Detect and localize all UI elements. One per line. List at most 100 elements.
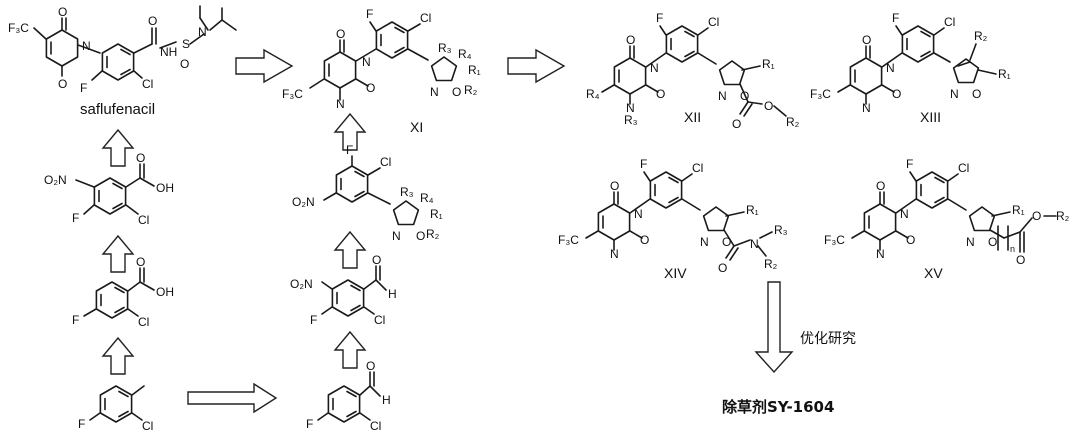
atom-label: R₄ xyxy=(586,87,600,101)
atom-label: R₁ xyxy=(468,63,481,77)
atom-label: O xyxy=(180,57,189,71)
atom-label: R₂ xyxy=(1056,209,1070,223)
compound-xiv-label: XIV xyxy=(664,265,687,281)
atom-label: F xyxy=(78,417,85,431)
atom-label: O xyxy=(58,77,67,91)
atom-label: O xyxy=(876,179,885,193)
atom-label: O xyxy=(906,233,915,247)
nitro-isoxazoline-structure xyxy=(323,155,420,226)
atom-label: N xyxy=(430,85,439,99)
atom-label: Cl xyxy=(692,161,703,175)
atom-label: R₃ xyxy=(400,185,414,199)
up-arrow xyxy=(334,331,366,369)
atom-label: F xyxy=(72,313,79,327)
atom-label: N xyxy=(750,237,759,251)
atom-label: O xyxy=(366,81,375,95)
atom-label: R₂ xyxy=(786,115,800,129)
atom-label: Cl xyxy=(708,15,719,29)
nitrobenzoic-acid-structure xyxy=(75,163,155,215)
atom-label: O₂N xyxy=(44,173,67,187)
atom-label: S xyxy=(182,37,190,51)
benzaldehyde-structure xyxy=(317,371,381,423)
atom-label: O₂N xyxy=(290,277,313,291)
atom-label: O xyxy=(740,89,749,103)
atom-label: O xyxy=(764,99,773,113)
up-arrow xyxy=(102,129,134,167)
atom-label: O xyxy=(640,233,649,247)
atom-label: N xyxy=(950,87,959,101)
toluene-structure xyxy=(89,385,145,423)
atom-label: R₁ xyxy=(746,203,759,217)
atom-label: N xyxy=(886,61,895,75)
atom-label: Cl xyxy=(958,161,969,175)
atom-label: O xyxy=(972,87,981,101)
atom-label: H xyxy=(388,287,397,301)
atom-label: O xyxy=(732,117,741,131)
up-arrow xyxy=(102,235,134,273)
compound-xiii-structure xyxy=(837,25,997,105)
compound-xiii-label: XIII xyxy=(920,109,941,125)
atom-label: N xyxy=(336,97,345,111)
atom-label: N xyxy=(82,39,91,53)
atom-label: n xyxy=(1010,244,1015,254)
atom-label: N xyxy=(966,235,975,249)
atom-label: R₃ xyxy=(774,223,788,237)
nitrobenzaldehyde-structure xyxy=(321,265,387,317)
atom-label: O xyxy=(862,33,871,47)
compound-xii-structure xyxy=(601,25,787,117)
atom-label: O xyxy=(626,33,635,47)
atom-label: Cl xyxy=(138,315,149,329)
atom-label: O xyxy=(722,235,731,249)
atom-label: F₃C xyxy=(824,233,845,247)
atom-label: R₁ xyxy=(1012,203,1025,217)
atom-label: F xyxy=(906,157,913,171)
cf3-label: F₃C xyxy=(8,21,29,35)
atom-label: OH xyxy=(156,181,174,195)
atom-label: O xyxy=(610,179,619,193)
atom-label: NH xyxy=(160,45,177,59)
optimization-label: 优化研究 xyxy=(800,331,856,347)
up-arrow xyxy=(334,231,366,269)
atom-label: O xyxy=(336,27,345,41)
atom-label: O xyxy=(58,5,67,19)
atom-label: F xyxy=(306,417,313,431)
atom-label: R₃ xyxy=(624,113,638,127)
atom-label: N xyxy=(392,229,401,243)
right-arrow xyxy=(187,382,278,414)
atom-label: N xyxy=(610,247,619,261)
atom-label: F xyxy=(310,313,317,327)
atom-label: O xyxy=(452,85,461,99)
atom-label: O xyxy=(1016,253,1025,267)
atom-label: R₄ xyxy=(420,191,434,205)
compound-xiv-structure xyxy=(585,171,773,261)
atom-label: N xyxy=(626,101,635,115)
atom-label: R₂ xyxy=(764,257,778,271)
atom-label: N xyxy=(862,101,871,115)
atom-label: F xyxy=(366,7,373,21)
compound-xii-label: XII xyxy=(684,109,701,125)
atom-label: R₂ xyxy=(426,227,440,241)
atom-label: F xyxy=(656,11,663,25)
atom-label: N xyxy=(650,61,659,75)
atom-label: F xyxy=(346,143,353,157)
atom-label: R₁ xyxy=(762,57,775,71)
atom-label: R₂ xyxy=(974,29,988,43)
atom-label: Cl xyxy=(142,419,153,433)
atom-label: O xyxy=(416,229,425,243)
atom-label: OH xyxy=(156,285,174,299)
atom-label: F₃C xyxy=(282,87,303,101)
atom-label: O xyxy=(892,87,901,101)
up-arrow xyxy=(102,337,134,375)
right-arrow xyxy=(235,48,294,84)
atom-label: Cl xyxy=(374,313,385,327)
atom-label: O xyxy=(988,235,997,249)
atom-label: R₁ xyxy=(998,67,1011,81)
atom-label: R₄ xyxy=(458,47,472,61)
compound-xi-label: XI xyxy=(410,119,423,135)
atom-label: F xyxy=(72,211,79,225)
atom-label: N xyxy=(718,89,727,103)
down-arrow xyxy=(754,281,794,374)
atom-label: O xyxy=(1032,209,1041,223)
compound-xv-label: XV xyxy=(924,265,943,281)
